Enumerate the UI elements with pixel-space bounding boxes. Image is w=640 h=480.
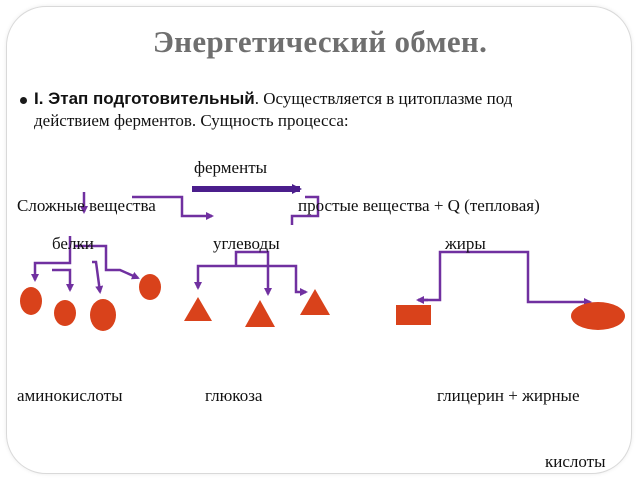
- amino-acid-oval-1: [20, 287, 42, 315]
- complex-arrow-2: [132, 195, 214, 220]
- carbs-arrow-3: [236, 264, 308, 296]
- intro-text-line1: . Осуществляется в цитоплазме под: [254, 89, 513, 108]
- amino-acid-oval-2: [54, 300, 76, 326]
- glycerin-rect: [396, 305, 431, 325]
- stage-label: I. Этап подготовительный: [34, 89, 255, 108]
- carbohydrates-label: углеводы: [213, 234, 280, 253]
- bullet-dot: [20, 97, 27, 104]
- glycerin-label: глицерин + жирные: [437, 386, 580, 405]
- fatty-acid-oval: [571, 302, 625, 330]
- proteins-arrow-2: [75, 244, 140, 280]
- glucose-label: глюкоза: [205, 386, 263, 405]
- fats-label: жиры: [445, 234, 486, 253]
- enzymes-label: ферменты: [194, 158, 268, 177]
- proteins-arrow-3: [52, 268, 74, 292]
- proteins-arrow-main: [31, 236, 72, 282]
- amino-acids-label: аминокислоты: [17, 386, 123, 405]
- glucose-triangle-2: [245, 300, 275, 327]
- glucose-triangle-3: [300, 289, 330, 315]
- complex-substances-label: Сложные вещества: [17, 196, 156, 215]
- slide-frame: [6, 6, 632, 474]
- simple-substances-label: простые вещества + Q (тепловая): [298, 196, 540, 215]
- acids-label: кислоты: [545, 452, 606, 471]
- fats-arrow: [418, 250, 592, 306]
- simple-arrow: [290, 195, 320, 225]
- slide-title: Энергетический обмен.: [152, 24, 488, 59]
- amino-acid-oval-4: [139, 274, 161, 300]
- proteins-label: белки: [52, 234, 94, 253]
- carbs-arrow-1: [234, 250, 272, 296]
- glucose-triangle-1: [184, 297, 212, 321]
- intro-text-line2: действием ферментов. Сущность процесса:: [34, 111, 349, 130]
- carbs-arrow-2: [194, 264, 236, 290]
- amino-acid-oval-3: [90, 299, 116, 331]
- proteins-arrow-4: [92, 260, 104, 294]
- intro-paragraph: I. Этап подготовительный. Осуществляется…: [34, 88, 634, 132]
